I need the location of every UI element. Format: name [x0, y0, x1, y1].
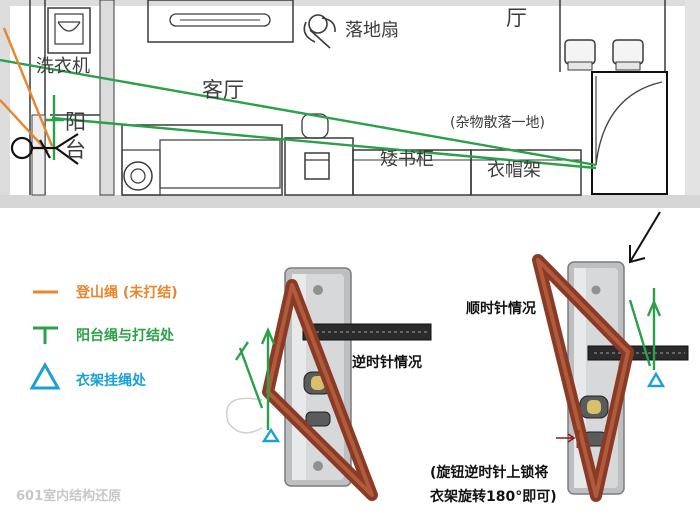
hall-label: 厅: [506, 6, 527, 30]
pointer-arrow-icon: [629, 211, 661, 264]
living-room-label: 客厅: [202, 78, 244, 102]
legend-rope-label: 登山绳 (未打结): [76, 285, 178, 301]
floor-fan-label: 落地扇: [345, 20, 399, 41]
washer-label: 洗衣机: [36, 56, 90, 77]
left-lock-diagram: [226, 267, 432, 501]
coat-rack-label: 衣帽架: [487, 160, 541, 181]
balcony-label-2: 台: [65, 138, 86, 162]
watermark: 601室内结构还原: [16, 489, 122, 504]
floor-plan: [0, 0, 700, 208]
rotate-note-line1: (旋钮逆时针上锁将: [430, 465, 549, 481]
scattered-items-label: (杂物散落一地): [450, 115, 545, 131]
balcony-label-1: 阳: [65, 110, 86, 134]
knot-icon: [10, 133, 79, 165]
green-rope-lines: [0, 58, 597, 170]
legend-hanger-label: 衣架挂绳处: [76, 373, 146, 389]
bookcase-label: 矮书柜: [380, 149, 434, 170]
rotate-note-line2: 衣架旋转180°即可): [430, 489, 557, 505]
floor-fan-icon: [303, 14, 336, 49]
orange-rope-lines: [0, 27, 54, 153]
counterclockwise-caption: 逆时针情况: [352, 355, 422, 371]
clockwise-caption: 顺时针情况: [466, 301, 536, 317]
legend-symbols: [29, 290, 61, 390]
right-lock-diagram: [532, 254, 689, 502]
legend-balcony-knot-label: 阳台绳与打结处: [76, 328, 174, 344]
